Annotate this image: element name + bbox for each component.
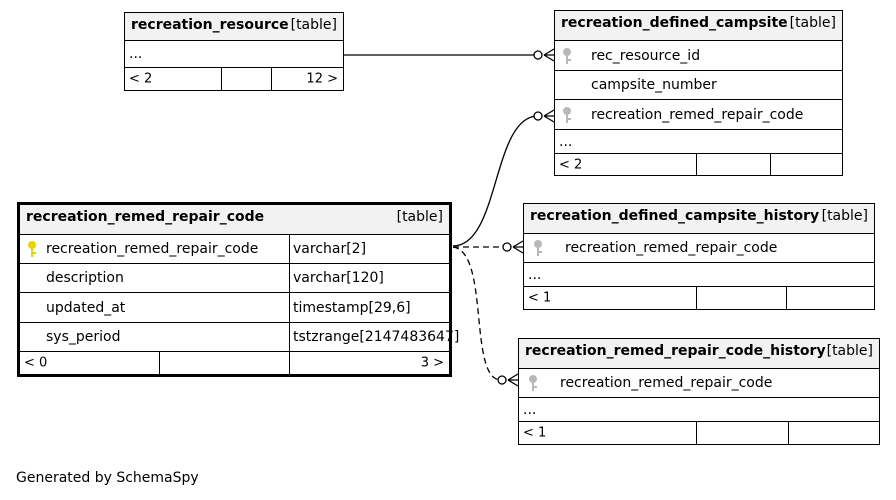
column-name: recreation_remed_repair_code	[560, 375, 773, 391]
primary-key-icon	[28, 241, 36, 257]
column-divider	[289, 323, 290, 351]
column-row[interactable]: recreation_remed_repair_code	[524, 234, 874, 263]
table-name: recreation_defined_campsite_history	[530, 208, 820, 224]
table-name: recreation_remed_repair_code_history	[525, 343, 826, 359]
column-type: tstzrange[2147483647]	[293, 329, 460, 345]
table-ellipsis-row: ...	[555, 130, 842, 154]
table-header: recreation_defined_campsite [table]	[555, 11, 842, 41]
column-row[interactable]: sys_period tstzrange[2147483647]	[20, 323, 459, 352]
column-type: varchar[2]	[293, 241, 367, 257]
table-header: recreation_defined_campsite_history [tab…	[524, 204, 874, 234]
table-name: recreation_resource	[131, 17, 289, 33]
footer-divider	[696, 422, 697, 444]
relationship-crowsfoot	[512, 240, 524, 254]
column-type: timestamp[29,6]	[293, 299, 411, 316]
footer-divider	[786, 287, 787, 309]
column-row[interactable]: recreation_remed_repair_code varchar[2]	[20, 235, 449, 264]
column-divider	[289, 235, 290, 263]
table-name: recreation_defined_campsite	[561, 15, 788, 31]
table-recreation-defined-campsite-history[interactable]: recreation_defined_campsite_history [tab…	[523, 203, 875, 310]
footer-children-count: < 2	[559, 157, 583, 173]
footer-divider	[271, 68, 272, 90]
relationship-crowsfoot	[543, 48, 555, 62]
column-divider	[289, 264, 290, 292]
column-name: description	[46, 270, 124, 286]
table-recreation-remed-repair-code[interactable]: recreation_remed_repair_code [table] rec…	[17, 202, 459, 377]
table-footer: < 1	[524, 287, 874, 309]
footer-parents-count: 3 >	[420, 355, 444, 371]
column-name: recreation_remed_repair_code	[46, 241, 259, 257]
foreign-key-icon	[563, 106, 571, 123]
footer-divider	[770, 154, 771, 176]
table-kind: [table]	[290, 17, 337, 33]
footer-divider	[289, 352, 290, 374]
column-row[interactable]: recreation_remed_repair_code	[519, 369, 879, 398]
relationship-crowsfoot-marker	[533, 111, 543, 121]
generated-by-label: Generated by SchemaSpy	[16, 470, 199, 486]
table-header: recreation_resource [table]	[125, 13, 343, 41]
table-footer: < 2 12 >	[125, 68, 343, 90]
table-recreation-resource[interactable]: recreation_resource [table] ... < 2 12 >	[124, 12, 344, 91]
footer-children-count: < 0	[24, 355, 48, 371]
column-type: varchar[120]	[293, 270, 384, 286]
column-row[interactable]: recreation_remed_repair_code	[555, 100, 842, 130]
relationship-crowsfoot	[507, 373, 519, 387]
table-footer: < 2	[555, 154, 842, 176]
footer-divider	[788, 422, 789, 444]
column-name: sys_period	[46, 329, 121, 345]
footer-parents-count: 12 >	[306, 71, 338, 87]
table-ellipsis-row: ...	[125, 41, 343, 68]
column-name: recreation_remed_repair_code	[565, 240, 778, 256]
column-divider	[289, 293, 290, 322]
relationship-crowsfoot-marker	[533, 50, 543, 60]
column-row[interactable]: campsite_number	[555, 71, 842, 100]
table-kind: [table]	[789, 15, 836, 31]
column-name: rec_resource_id	[591, 47, 701, 64]
table-name: recreation_remed_repair_code	[26, 209, 265, 225]
table-recreation-defined-campsite[interactable]: recreation_defined_campsite [table] rec_…	[554, 10, 843, 176]
footer-divider	[696, 154, 697, 176]
column-row[interactable]: description varchar[120]	[20, 264, 449, 293]
table-ellipsis-row: ...	[524, 263, 874, 287]
ellipsis-text: ...	[129, 46, 143, 62]
footer-divider	[696, 287, 697, 309]
column-name: recreation_remed_repair_code	[591, 106, 804, 123]
footer-divider	[221, 68, 222, 90]
table-header: recreation_remed_repair_code [table]	[20, 205, 449, 235]
ellipsis-text: ...	[528, 266, 542, 283]
relationship-crowsfoot-marker	[502, 242, 512, 252]
relationship-repaircode-campsite	[452, 115, 539, 247]
table-kind: [table]	[821, 208, 868, 224]
table-header: recreation_remed_repair_code_history [ta…	[519, 339, 879, 369]
ellipsis-text: ...	[559, 133, 573, 150]
relationship-crowsfoot-marker	[497, 375, 507, 385]
table-recreation-remed-repair-code-history[interactable]: recreation_remed_repair_code_history [ta…	[518, 338, 880, 445]
ellipsis-text: ...	[523, 401, 537, 418]
table-ellipsis-row: ...	[519, 398, 879, 422]
column-name: updated_at	[46, 299, 126, 316]
table-kind: [table]	[826, 343, 873, 359]
column-row[interactable]: updated_at timestamp[29,6]	[20, 293, 449, 323]
relationship-repaircode-history	[452, 246, 502, 381]
foreign-key-icon	[534, 240, 542, 256]
footer-children-count: < 1	[528, 290, 552, 306]
foreign-key-icon	[563, 47, 571, 64]
table-footer: < 0 3 >	[20, 352, 449, 374]
table-footer: < 1	[519, 422, 879, 444]
relationship-crowsfoot	[543, 109, 555, 123]
footer-children-count: < 2	[129, 71, 153, 87]
column-name: campsite_number	[591, 77, 717, 93]
table-kind: [table]	[396, 209, 443, 225]
footer-children-count: < 1	[523, 425, 547, 441]
foreign-key-icon	[529, 375, 537, 391]
column-row[interactable]: rec_resource_id	[555, 41, 842, 71]
footer-divider	[159, 352, 160, 374]
